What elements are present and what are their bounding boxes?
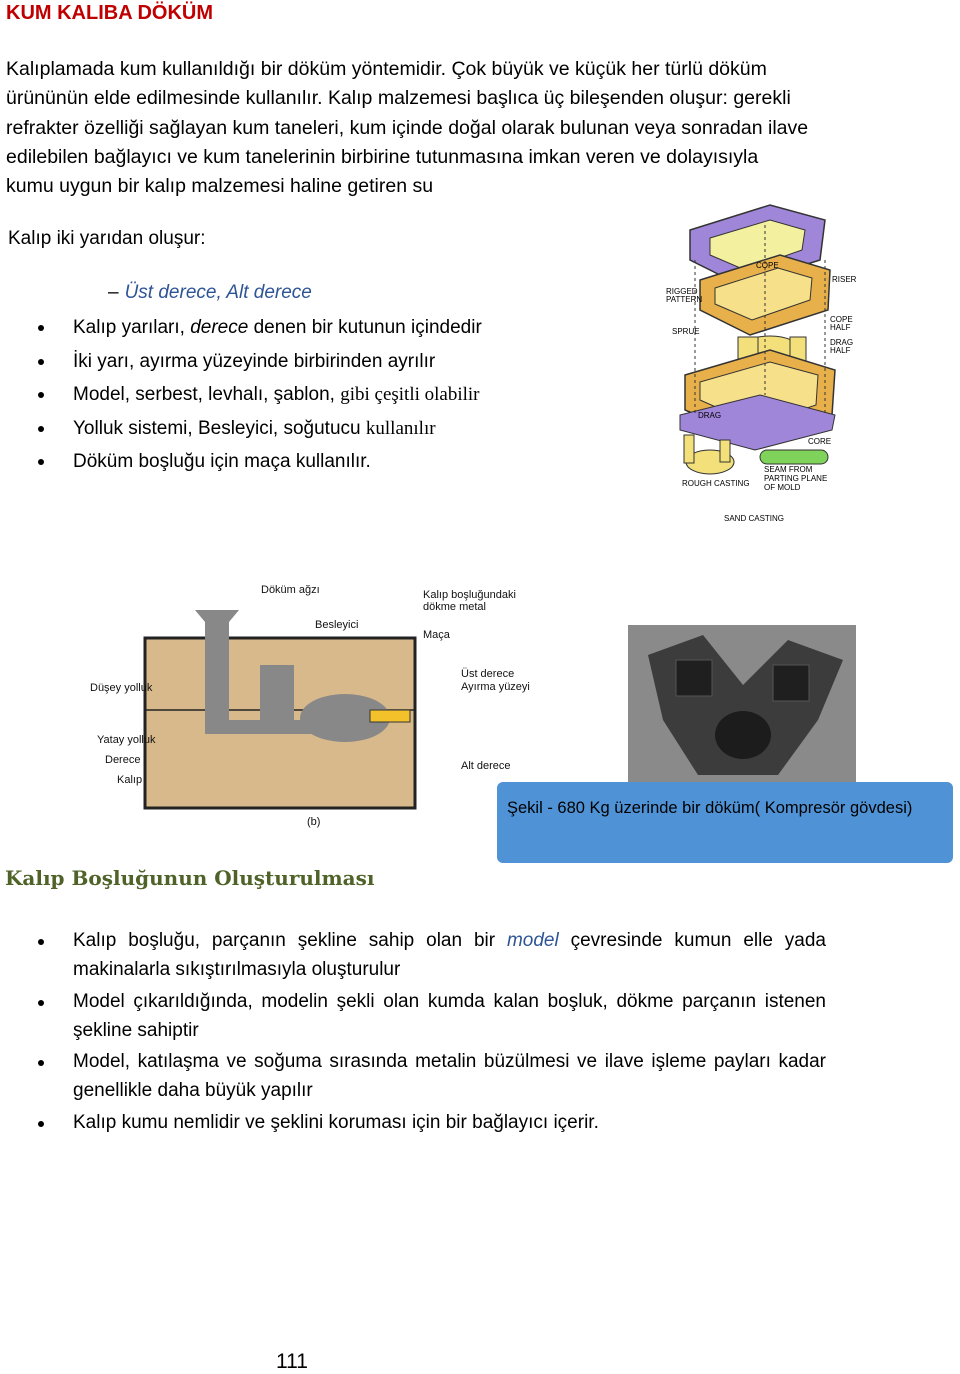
text: denen bir kutunun içindedir <box>248 317 482 338</box>
list-item: İki yarı, ayırma yüzeyinde birbirinden a… <box>36 348 636 382</box>
label-alt-derece: Alt derece <box>461 760 511 772</box>
dash-item-text: Üst derece, Alt derece <box>124 282 312 303</box>
text: Kalıp boşluğu, parçanın şekline sahip ol… <box>73 930 507 951</box>
label-seam-3: OF MOLD <box>764 483 801 492</box>
text: Yolluk sistemi, Besleyici, soğutucu <box>73 417 366 439</box>
figure1-labels: COPE RISER RIGGED PATTERN SPRUE COPE HAL… <box>666 261 857 523</box>
label-drag-half: DRAG <box>830 338 853 347</box>
label-drag-half-2: HALF <box>830 346 851 355</box>
compressor-casting-photo <box>628 625 856 785</box>
text: kullanılır <box>365 417 436 439</box>
section-heading: Kalıp Boşluğunun Oluşturulması <box>5 866 375 890</box>
label-cope: COPE <box>756 261 779 270</box>
list-item: Model, katılaşma ve soğuma sırasında met… <box>36 1047 826 1105</box>
label-kalip-bosl-2: dökme metal <box>423 601 486 613</box>
text-italic: derece <box>190 317 249 338</box>
list-item: Model, serbest, levhalı, şablon, gibi çe… <box>36 381 636 415</box>
label-besleyici: Besleyici <box>315 619 358 631</box>
photo-caption-box: Şekil - 680 Kg üzerinde bir döküm( Kompr… <box>497 782 953 863</box>
bullet-list-1: Kalıp yarıları, derece denen bir kutunun… <box>36 314 636 482</box>
text: Kalıp kumu nemlidir ve şeklini koruması … <box>73 1111 599 1133</box>
list-item: Kalıp yarıları, derece denen bir kutunun… <box>36 314 636 348</box>
label-ust-2: Ayırma yüzeyi <box>461 681 530 693</box>
label-riser: RISER <box>832 275 857 284</box>
intro-line: edilebilen bağlayıcı ve kum tanelerinin … <box>6 145 759 168</box>
text: Döküm boşluğu için maça kullanılır. <box>73 451 371 472</box>
text: İki yarı, ayırma yüzeyinde birbirinden a… <box>73 350 436 372</box>
label-dusey: Düşey yolluk <box>90 682 153 694</box>
intro-paragraph: Kalıplamada kum kullanıldığı bir döküm y… <box>6 55 900 201</box>
bullet-list-2: Kalıp boşluğu, parçanın şekline sahip ol… <box>36 926 826 1139</box>
intro-line: refrakter özelliği sağlayan kum taneleri… <box>6 116 809 139</box>
intro-line: Kalıplamada kum kullanıldığı bir döküm y… <box>6 58 767 80</box>
label-seam-1: SEAM FROM <box>764 465 813 474</box>
label-cope-half-2: HALF <box>830 323 851 332</box>
intro-line: ürününün elde edilmesinde kullanılır. Ka… <box>6 87 791 110</box>
list-item: Model çıkarıldığında, modelin şekli olan… <box>36 987 826 1045</box>
label-drag: DRAG <box>698 411 721 420</box>
subheading: Kalıp iki yarıdan oluşur: <box>8 228 206 249</box>
list-item: Döküm boşluğu için maça kullanılır. <box>36 448 636 482</box>
label-kalip: Kalıp <box>117 774 142 786</box>
page-number: 111 <box>276 1350 308 1373</box>
label-maca: Maça <box>423 629 451 641</box>
list-item: Yolluk sistemi, Besleyici, soğutucu kull… <box>36 415 636 449</box>
label-ust-1: Üst derece <box>461 668 514 680</box>
list-item: Kalıp kumu nemlidir ve şeklini koruması … <box>36 1108 826 1137</box>
dash-item: –Üst derece, Alt derece <box>108 282 312 304</box>
label-sprue: SPRUE <box>672 327 700 336</box>
label-cope-half: COPE <box>830 315 853 324</box>
text: Model, serbest, levhalı, şablon, <box>73 384 341 405</box>
page-title: KUM KALIBA DÖKÜM <box>6 2 214 24</box>
label-pattern: PATTERN <box>666 295 702 304</box>
label-sand-casting: SAND CASTING <box>724 514 784 523</box>
dash-glyph: – <box>108 282 119 303</box>
figure2-labels: Döküm ağzı Kalıp boşluğundaki dökme meta… <box>90 584 530 828</box>
intro-line: kumu uygun bir kalıp malzemesi haline ge… <box>6 175 434 198</box>
text: Model çıkarıldığında, modelin şekli olan… <box>73 990 826 1041</box>
label-dokum-agzi: Döküm ağzı <box>261 584 320 596</box>
label-core: CORE <box>808 437 831 446</box>
sand-casting-figure: COPE RISER RIGGED PATTERN SPRUE COPE HAL… <box>666 204 857 523</box>
text: Model, katılaşma ve soğuma sırasında met… <box>73 1051 826 1101</box>
label-yatay: Yatay yolluk <box>97 734 156 746</box>
photo-caption: Şekil - 680 Kg üzerinde bir döküm( Kompr… <box>507 799 913 817</box>
label-b: (b) <box>307 816 320 828</box>
text: Kalıp yarıları, <box>73 317 191 338</box>
label-kalip-bosl-1: Kalıp boşluğundaki <box>423 589 516 601</box>
list-item: Kalıp boşluğu, parçanın şekline sahip ol… <box>36 926 826 984</box>
label-rough: ROUGH CASTING <box>682 479 750 488</box>
text: çevresinde kumun elle yada makinalarla s… <box>73 930 826 980</box>
label-derece: Derece <box>105 754 140 766</box>
text: gibi çeşitli olabilir <box>340 384 480 405</box>
label-rigged: RIGGED <box>666 287 698 296</box>
mold-cross-section-figure: Döküm ağzı Kalıp boşluğundaki dökme meta… <box>85 580 545 835</box>
text-model: model <box>506 930 559 951</box>
label-seam-2: PARTING PLANE <box>764 474 827 483</box>
